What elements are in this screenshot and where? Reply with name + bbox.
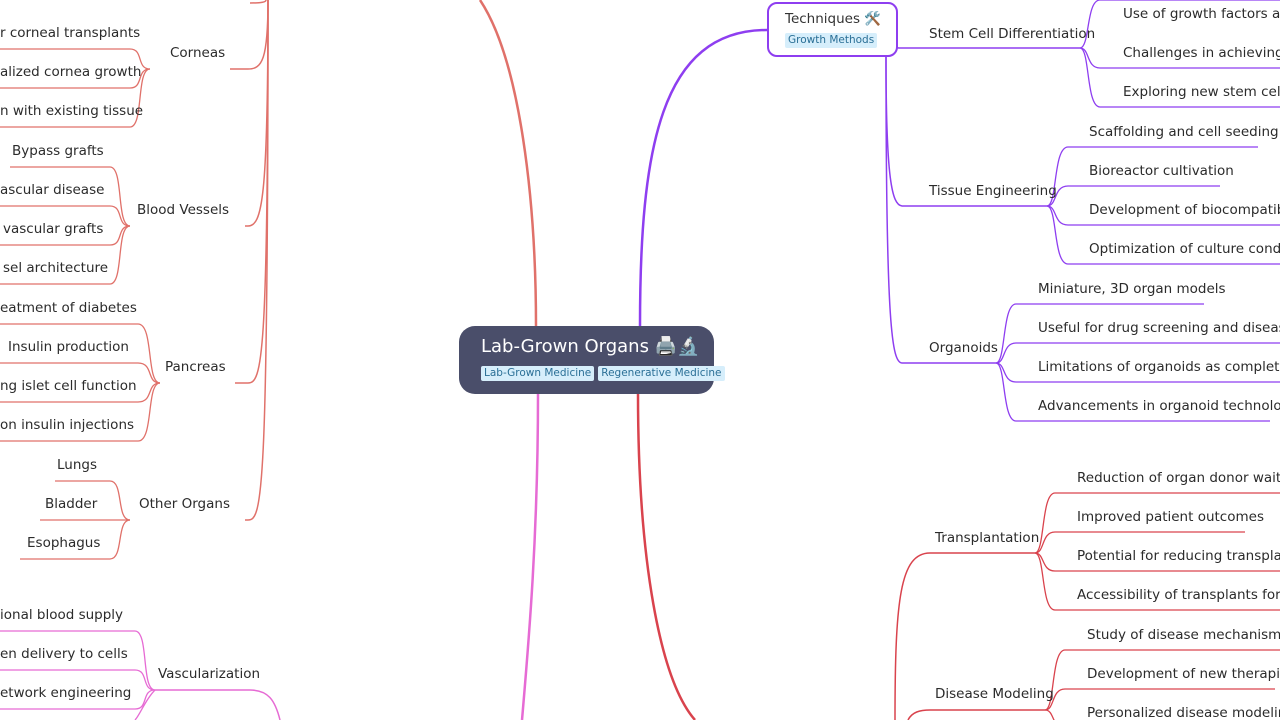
leaf-vascular-grafts[interactable]: vascular grafts — [3, 221, 104, 237]
node-pancreas[interactable]: Pancreas — [165, 359, 226, 375]
vasc-edge-1 — [0, 669, 156, 691]
edge-central-challenges — [520, 393, 540, 720]
disease-edge-2 — [1044, 709, 1055, 720]
leaf-corneal-transplants[interactable]: r corneal transplants — [0, 25, 141, 41]
pancreas-edge-0 — [0, 323, 161, 384]
vessels-edge-3 — [0, 225, 131, 285]
corneas-edge-0 — [0, 48, 151, 70]
node-blood-vessels[interactable]: Blood Vessels — [137, 202, 230, 218]
organoids-edge-1 — [995, 342, 1280, 364]
tag-lab-grown-medicine: Lab-Grown Medicine — [481, 366, 595, 381]
pancreas-edge-2 — [0, 382, 161, 403]
other-edge-0 — [55, 480, 131, 521]
leaf-vessel-architecture[interactable]: sel architecture — [3, 260, 109, 276]
node-tissue-engineering[interactable]: Tissue Engineering — [929, 183, 1057, 199]
leaf-network-engineering[interactable]: etwork engineering — [0, 685, 132, 701]
leaf-patient-outcomes[interactable]: Improved patient outcomes — [1077, 509, 1264, 525]
pancreas-edge-3 — [0, 382, 161, 442]
tissue-edge-1 — [1046, 185, 1220, 207]
leaf-new-stem-cell-sources[interactable]: Exploring new stem cell so — [1123, 84, 1280, 100]
leaf-organoid-limitations[interactable]: Limitations of organoids as complete org — [1038, 359, 1280, 375]
stemcell-edge-2 — [1079, 47, 1280, 108]
node-corneas[interactable]: Corneas — [170, 45, 226, 61]
edge-org-corneas — [230, 0, 269, 70]
tissue-edge-0 — [1046, 146, 1258, 207]
node-other-organs[interactable]: Other Organs — [139, 496, 230, 512]
leaf-reducing-rejection[interactable]: Potential for reducing transplant r — [1077, 548, 1280, 564]
leaf-bypass-grafts[interactable]: Bypass grafts — [12, 143, 104, 159]
edge-tech-stemcell — [885, 46, 1080, 58]
edge-chal-vasc — [155, 689, 281, 720]
leaf-growth-factors[interactable]: Use of growth factors and s — [1123, 6, 1280, 22]
leaf-culture-conditions[interactable]: Optimization of culture conditio — [1089, 241, 1280, 257]
edge-central-organs — [478, 0, 538, 327]
leaf-miniature-models[interactable]: Miniature, 3D organ models — [1038, 281, 1226, 297]
tag-regenerative-medicine: Regenerative Medicine — [598, 366, 725, 381]
leaf-accessibility[interactable]: Accessibility of transplants for mo — [1077, 587, 1280, 603]
techniques-title: Techniques 🛠️ — [785, 11, 882, 27]
edge-org-other — [245, 0, 269, 521]
leaf-organoid-advancements[interactable]: Advancements in organoid technology — [1038, 398, 1280, 414]
edge-app-disease — [907, 709, 1045, 720]
edge-app-transplant — [894, 552, 1035, 720]
leaf-existing-tissue[interactable]: n with existing tissue — [0, 103, 144, 119]
leaf-biocompatible[interactable]: Development of biocompatible s — [1089, 202, 1280, 218]
leaf-personalized-modeling[interactable]: Personalized disease modeling — [1087, 705, 1280, 721]
leaf-esophagus[interactable]: Esophagus — [27, 535, 101, 551]
pancreas-edge-1 — [0, 362, 161, 384]
leaf-insulin-injections[interactable]: on insulin injections — [0, 417, 135, 433]
leaf-new-therapies[interactable]: Development of new therapies — [1087, 666, 1280, 682]
transplant-edge-1 — [1034, 531, 1245, 554]
node-disease-modeling[interactable]: Disease Modeling — [935, 686, 1054, 702]
organoids-edge-3 — [995, 362, 1270, 422]
edge-central-techniques — [638, 28, 768, 327]
node-stem-cell-differentiation[interactable]: Stem Cell Differentiation — [929, 26, 1096, 42]
vessels-edge-1 — [0, 205, 131, 227]
leaf-drug-screening[interactable]: Useful for drug screening and disease mo — [1038, 320, 1280, 336]
central-topic-node[interactable]: Lab-Grown Organs 🖨️🔬 Lab-Grown Medicine … — [459, 326, 725, 394]
vessels-edge-0 — [10, 166, 131, 227]
techniques-node[interactable]: Techniques 🛠️ Growth Methods — [767, 2, 898, 57]
leaf-oxygen-delivery[interactable]: en delivery to cells — [0, 646, 128, 662]
corneas-edge-2 — [0, 68, 151, 128]
disease-edge-0 — [1044, 649, 1280, 711]
leaf-vascular-disease[interactable]: ascular disease — [0, 182, 105, 198]
leaf-challenges-achieving[interactable]: Challenges in achieving co — [1123, 45, 1280, 61]
edge-org-vessels — [245, 0, 269, 227]
tissue-edge-3 — [1046, 205, 1280, 265]
edge-tech-organoids — [885, 56, 996, 364]
edge-central-applications — [636, 393, 696, 720]
transplant-edge-3 — [1034, 552, 1280, 611]
vasc-edge-2 — [0, 689, 156, 710]
transplant-edge-0 — [1034, 492, 1280, 554]
other-edge-2 — [20, 519, 131, 560]
node-vascularization[interactable]: Vascularization — [158, 666, 261, 682]
node-organoids[interactable]: Organoids — [929, 340, 998, 356]
leaf-scaffolding[interactable]: Scaffolding and cell seeding — [1089, 124, 1279, 140]
tissue-edge-2 — [1046, 205, 1280, 226]
leaf-disease-mechanisms[interactable]: Study of disease mechanisms — [1087, 627, 1280, 643]
edge-org-top — [249, 0, 267, 4]
vasc-edge-0 — [0, 630, 156, 691]
central-topic-title: Lab-Grown Organs 🖨️🔬 — [481, 336, 700, 357]
corneas-edge-1 — [0, 68, 151, 89]
leaf-lungs[interactable]: Lungs — [57, 457, 97, 473]
organoids-edge-0 — [995, 303, 1204, 364]
leaf-islet-function[interactable]: ng islet cell function — [0, 378, 137, 394]
vasc-edge-extra — [134, 689, 156, 720]
leaf-donor-waiting[interactable]: Reduction of organ donor waiting — [1077, 470, 1280, 486]
leaf-bioreactor[interactable]: Bioreactor cultivation — [1089, 163, 1234, 179]
leaf-insulin-production[interactable]: Insulin production — [8, 339, 129, 355]
stemcell-edge-0 — [1079, 0, 1280, 49]
leaf-diabetes-treatment[interactable]: eatment of diabetes — [0, 300, 137, 316]
tag-growth-methods: Growth Methods — [785, 33, 878, 48]
leaf-cornea-growth[interactable]: alized cornea growth — [0, 64, 142, 80]
vessels-edge-2 — [0, 225, 131, 246]
node-transplantation[interactable]: Transplantation — [935, 530, 1040, 546]
leaf-blood-supply[interactable]: ional blood supply — [0, 607, 124, 623]
leaf-bladder[interactable]: Bladder — [45, 496, 98, 512]
transplant-edge-2 — [1034, 552, 1280, 572]
disease-edge-1 — [1044, 688, 1275, 711]
